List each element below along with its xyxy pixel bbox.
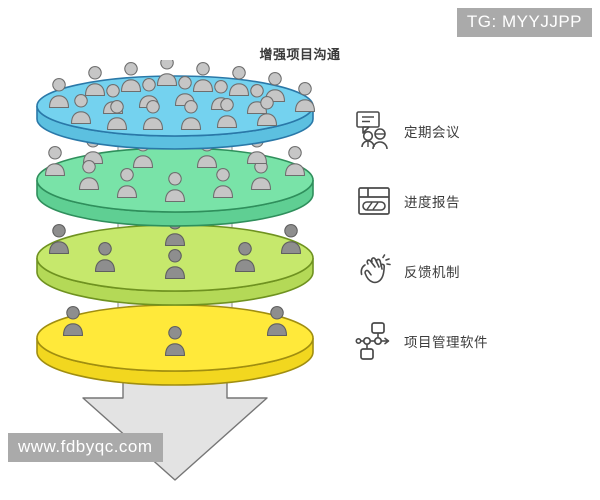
watermark-top-right: TG: MYYJJPP	[456, 8, 592, 37]
progress-report-card-icon	[352, 179, 396, 223]
legend-item-label: 项目管理软件	[404, 335, 488, 350]
funnel-stack-graphic	[36, 60, 316, 481]
legend-item-feedback[interactable]: 反馈机制	[352, 236, 592, 306]
diagram-canvas: 增强项目沟通	[0, 8, 600, 481]
legend-item-label: 进度报告	[404, 195, 460, 210]
tier-lime	[36, 216, 314, 306]
legend-list: 定期会议 进度报告	[352, 96, 592, 376]
watermark-bottom-left: www.fdbyqc.com	[8, 433, 163, 462]
tier-blue	[36, 60, 316, 150]
clapping-hands-icon	[352, 249, 396, 293]
legend-item-pm-software[interactable]: 项目管理软件	[352, 306, 592, 376]
legend-item-meetings[interactable]: 定期会议	[352, 96, 592, 166]
meeting-people-speech-bubble-icon	[352, 109, 396, 153]
tier-yellow	[36, 304, 314, 386]
workflow-nodes-icon	[352, 319, 396, 363]
legend-item-label: 反馈机制	[404, 265, 460, 280]
legend-item-label: 定期会议	[404, 125, 460, 140]
page-title-text: 增强项目沟通	[259, 47, 341, 62]
legend-item-progress-report[interactable]: 进度报告	[352, 166, 592, 236]
tier-green	[36, 134, 314, 227]
page-title: 增强项目沟通	[0, 44, 600, 63]
